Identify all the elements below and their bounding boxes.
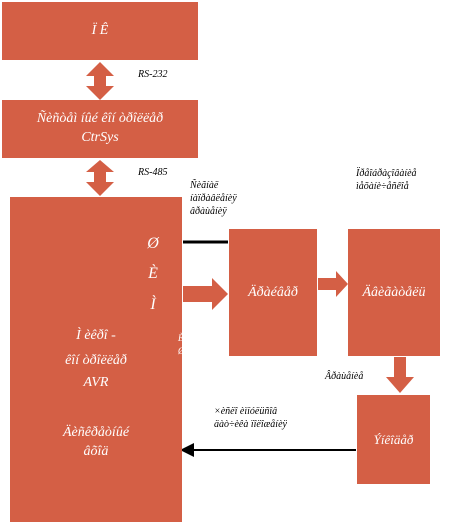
rotation-label: Âðàùåíèå	[325, 371, 364, 382]
rs232-label: RS-232	[138, 69, 168, 80]
conversion-label-1: Ïðåîáðàçîâàíèå	[356, 168, 417, 179]
pwm-pulses-label-1: Èìïóëüñû	[178, 333, 211, 343]
driver-label: Äðàéâåð	[248, 285, 298, 300]
pc-label: Ï Ê	[91, 23, 109, 38]
encoder-block: Ýíêîäåð	[357, 395, 430, 484]
pwm-letter-1: Ø	[147, 235, 159, 252]
pwm-block-arrow	[183, 278, 228, 310]
discrete-input-label-1: Äèñêðåòíûé	[62, 425, 130, 440]
encoder-label: Ýíêîäåð	[373, 432, 414, 447]
system-controller-block: Ñèñòåì íûé êîí òðîëëåð CtrSys	[2, 100, 198, 158]
driver-to-motor-arrow	[318, 271, 348, 297]
mcu-label-3: AVR	[83, 375, 109, 390]
direction-signal-label-3: âðàùåíèÿ	[190, 206, 227, 217]
pulse-count-label-2: äàò÷èêà ïîëîæåíèÿ	[214, 419, 287, 430]
direction-signal-label-2: íàïðàâëåíèÿ	[190, 193, 237, 204]
pwm-pulses-label-2: ØÈÌ	[178, 346, 193, 356]
direction-signal-label-1: Ñèãíàë	[190, 180, 219, 191]
rs232-double-arrow	[86, 62, 114, 100]
pwm-letter-2: È	[148, 265, 158, 282]
rs485-double-arrow	[86, 160, 114, 196]
system-controller-label-2: CtrSys	[81, 130, 119, 145]
system-controller-label-1: Ñèñòåì íûé êîí òðîëëåð	[36, 111, 164, 126]
mcu-label-1: Ì èêðî -	[76, 328, 116, 343]
motor-to-encoder-arrow	[386, 357, 414, 393]
pwm-letter-3: Ì	[150, 296, 156, 313]
motor-block: Äâèãàòåëü	[348, 229, 440, 356]
motor-label: Äâèãàòåëü	[362, 285, 426, 300]
conversion-label-2: ìåõàíè÷åñêîå	[356, 181, 409, 192]
encoder-feedback-arrowhead	[180, 443, 194, 457]
rs485-label: RS-485	[138, 167, 168, 178]
pc-block: Ï Ê	[2, 2, 198, 60]
discrete-input-label-2: âõîä	[83, 444, 109, 459]
pulse-count-label-1: ×èñëî èìïóëüñîâ	[214, 406, 278, 417]
driver-block: Äðàéâåð	[229, 229, 317, 356]
mcu-label-2: êîí òðîëëåð	[65, 353, 127, 368]
microcontroller-block: Ø È Ì Ì èêðî - êîí òðîëëåð AVR Äèñêðåòíû…	[10, 197, 182, 522]
